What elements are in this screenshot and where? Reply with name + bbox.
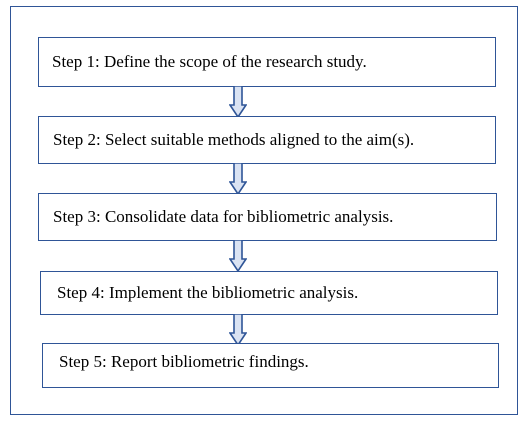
- step-3-label: Step 3: Consolidate data for bibliometri…: [53, 207, 394, 226]
- down-arrow-icon: [229, 86, 247, 118]
- down-arrow-icon: [229, 163, 247, 195]
- step-5-box: Step 5: Report bibliometric findings.: [42, 343, 499, 388]
- down-arrow-icon: [229, 314, 247, 346]
- step-1-label: Step 1: Define the scope of the research…: [52, 52, 367, 71]
- step-2-box: Step 2: Select suitable methods aligned …: [38, 116, 496, 164]
- step-3-box: Step 3: Consolidate data for bibliometri…: [38, 193, 497, 241]
- step-2-label: Step 2: Select suitable methods aligned …: [53, 130, 415, 149]
- step-4-box: Step 4: Implement the bibliometric analy…: [40, 271, 498, 315]
- step-4-label: Step 4: Implement the bibliometric analy…: [57, 283, 359, 302]
- step-5-label: Step 5: Report bibliometric findings.: [59, 352, 309, 371]
- step-1-box: Step 1: Define the scope of the research…: [38, 37, 496, 87]
- down-arrow-icon: [229, 240, 247, 272]
